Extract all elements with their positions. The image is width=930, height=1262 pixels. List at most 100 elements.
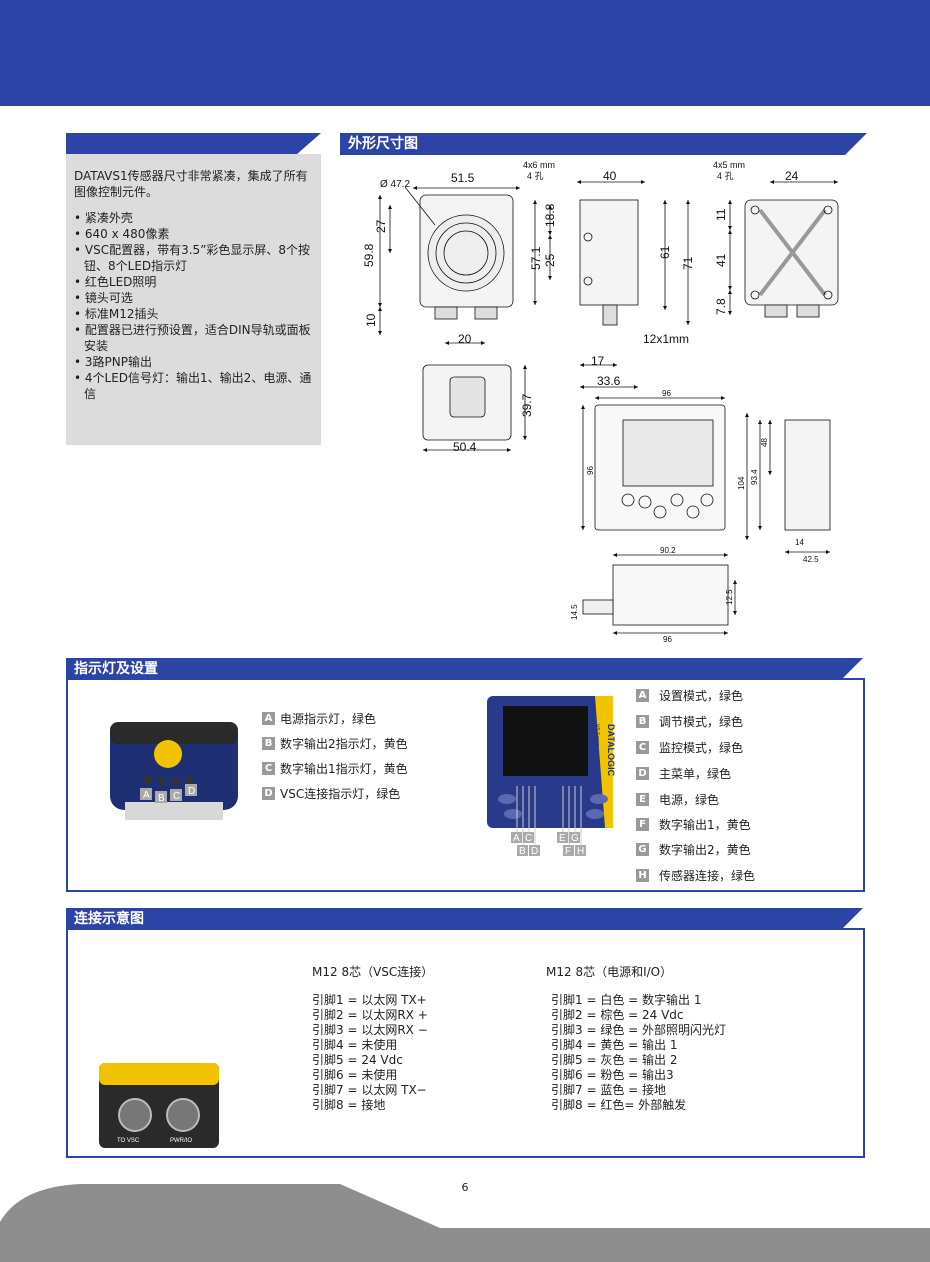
letter-badge: E: [636, 793, 649, 806]
dim-w24: 24: [785, 169, 799, 183]
dim-width-front: 51.5: [451, 171, 475, 185]
vsc-led-f: F 数字输出1，黄色: [636, 816, 751, 833]
dim-hole2-back: 4 孔: [717, 171, 734, 181]
letter-badge: H: [636, 869, 649, 882]
dim-vsc-h48: 48: [760, 438, 769, 447]
svg-text:B: B: [519, 846, 526, 857]
dim-h25: 25: [543, 253, 557, 267]
dim-w504: 50.4: [453, 440, 477, 454]
dim-vsc-h125: 12.5: [725, 589, 734, 605]
led-description: 数字输出1，黄色: [659, 818, 751, 832]
dim-vsc-h934: 93.4: [750, 469, 759, 485]
sensor-side-body: [579, 199, 639, 306]
dim-h10: 10: [364, 313, 378, 327]
sensor-led-d: D VSC连接指示灯，绿色: [262, 785, 400, 802]
feature-item: 镜头可选: [74, 290, 314, 306]
vsc-pin-title: M12 8芯（VSC连接）: [312, 965, 434, 979]
dim-vsc-h104: 104: [737, 476, 746, 490]
svg-text:F: F: [565, 846, 571, 857]
letter-badge: A: [636, 689, 649, 702]
vsc-led-c: C 监控模式，绿色: [636, 739, 743, 756]
connector-label-pwr: PWR/IO: [170, 1138, 192, 1144]
svg-text:H: H: [577, 846, 584, 857]
feature-item: 标准M12插头: [74, 306, 314, 322]
wiring-title: 连接示意图: [66, 908, 863, 930]
feature-item: 640 x 480像素: [74, 226, 314, 242]
feature-item: 紧凑外壳: [74, 210, 314, 226]
led-description: 数字输出2，黄色: [659, 843, 751, 857]
dimension-drawings: Ø 47.2 51.5 27 59.8 10 20 4x6 mm 4 孔 40 …: [362, 160, 839, 644]
dim-h27: 27: [374, 219, 388, 233]
led-description: 传感器连接，绿色: [659, 869, 756, 883]
dim-w17: 17: [591, 354, 605, 368]
led-description: 监控模式，绿色: [659, 741, 744, 755]
dim-vsc-h96: 96: [586, 466, 595, 475]
led-description: 调节模式，绿色: [659, 715, 744, 729]
letter-badge: B: [636, 715, 649, 728]
page-number: 6: [461, 1181, 469, 1194]
feature-item: 配置器已进行预设置，适合DIN导轨或面板安装: [74, 322, 314, 354]
letter-badge: F: [636, 818, 649, 831]
svg-text:G: G: [571, 833, 579, 844]
intro-paragraph: DATAVS1传感器尺寸非常紧凑，集成了所有图像控制元件。: [74, 169, 308, 199]
letter-badge: C: [636, 741, 649, 754]
leds-title: 指示灯及设置: [66, 658, 863, 680]
led-description: 电源指示灯，绿色: [280, 712, 377, 726]
dim-diameter: Ø 47.2: [380, 179, 410, 190]
vsc-side-body: [784, 419, 831, 531]
dim-h188: 18.8: [543, 203, 557, 227]
series-text: VS Series: [594, 724, 600, 747]
dim-h11: 11: [714, 208, 728, 221]
connector-photo: TO VSC PWR/IO: [99, 1063, 219, 1148]
footer-shape: [0, 1184, 930, 1262]
dim-h41: 41: [714, 253, 728, 267]
sensor-led-b: B 数字输出2指示灯，黄色: [262, 735, 408, 752]
vsc-led-h: H 传感器连接，绿色: [636, 867, 755, 884]
dim-vsc-w425: 42.5: [803, 555, 819, 564]
svg-text:D: D: [188, 786, 195, 797]
dim-h397: 39.7: [520, 393, 534, 417]
intro-text: DATAVS1传感器尺寸非常紧凑，集成了所有图像控制元件。 紧凑外壳 640 x…: [74, 168, 314, 402]
letter-badge: A: [262, 712, 275, 725]
svg-text:B: B: [158, 793, 165, 804]
led-description: 设置模式，绿色: [659, 689, 744, 703]
dim-vsc-w14: 14: [795, 538, 804, 547]
dim-w20: 20: [458, 332, 472, 346]
pwr-pin-title: M12 8芯（电源和I/O）: [546, 965, 673, 979]
vsc-led-a: A 设置模式，绿色: [636, 687, 743, 704]
svg-text:D: D: [531, 846, 538, 857]
dimensions-title-text: 外形尺寸图: [348, 136, 418, 152]
led-description: VSC连接指示灯，绿色: [280, 787, 401, 801]
leds-title-text: 指示灯及设置: [74, 661, 158, 677]
letter-badge: G: [636, 843, 649, 856]
dim-w40: 40: [603, 169, 617, 183]
vsc-pin-list: 引脚1 = 以太网 TX+ 引脚2 = 以太网RX + 引脚3 = 以太网RX …: [312, 993, 428, 1112]
dim-h571: 57.1: [529, 246, 543, 270]
dim-h598: 59.8: [362, 243, 376, 267]
pwr-pin-list: 引脚1 = 白色 = 数字输出 1 引脚2 = 棕色 = 24 Vdc 引脚3 …: [551, 993, 727, 1112]
vsc-led-b: B 调节模式，绿色: [636, 713, 743, 730]
led-description: 数字输出2指示灯，黄色: [280, 737, 408, 751]
connector-label-vsc: TO VSC: [117, 1138, 140, 1144]
svg-text:A: A: [143, 790, 150, 801]
sensor-photo: A B C D: [110, 722, 238, 820]
dim-h61: 61: [658, 245, 672, 259]
letter-badge: D: [262, 787, 275, 800]
dim-hole2-side: 4 孔: [527, 171, 544, 181]
dim-vsc-w96: 96: [662, 389, 671, 398]
dim-vsc-w902: 90.2: [660, 546, 676, 555]
dimensions-title: 外形尺寸图: [340, 133, 867, 155]
feature-item: VSC配置器，带有3.5”彩色显示屏、8个按钮、8个LED指示灯: [74, 242, 314, 274]
feature-item: 4个LED信号灯：输出1、输出2、电源、通信: [74, 370, 314, 402]
letter-badge: D: [636, 767, 649, 780]
letter-badge: B: [262, 737, 275, 750]
wiring-title-text: 连接示意图: [74, 911, 144, 927]
dim-hole-back: 4x5 mm: [713, 160, 745, 170]
feature-list: 紧凑外壳 640 x 480像素 VSC配置器，带有3.5”彩色显示屏、8个按钮…: [74, 210, 314, 402]
dim-h71: 71: [681, 256, 695, 270]
svg-text:A: A: [513, 833, 520, 844]
vsc-top-body: [612, 564, 729, 626]
svg-text:C: C: [525, 833, 532, 844]
